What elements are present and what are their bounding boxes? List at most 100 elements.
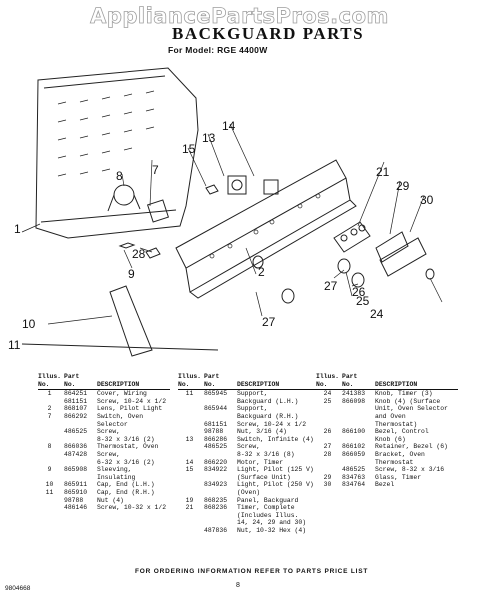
callout-label: 11 bbox=[8, 338, 21, 352]
timer-glass bbox=[375, 231, 409, 263]
infinite-switch bbox=[263, 179, 279, 195]
callout-label: 13 bbox=[202, 131, 216, 145]
callout-label: 21 bbox=[376, 165, 390, 179]
table-row: 486525 Screw, 8-32 x 3/16 bbox=[316, 466, 458, 474]
illus-no: 11 bbox=[45, 488, 54, 496]
illus-no bbox=[38, 451, 64, 466]
part-no: 864251 bbox=[64, 390, 88, 398]
part-no: 834764 bbox=[342, 481, 366, 489]
part-no: 486146 bbox=[64, 504, 88, 512]
callout-label: 25 bbox=[356, 294, 370, 308]
callout-label: 9 bbox=[128, 267, 135, 281]
header-description: DESCRIPTION bbox=[375, 373, 459, 391]
illus-no: 30 bbox=[323, 481, 332, 489]
part-description: Screw, 10-24 x 1/2 bbox=[97, 397, 167, 405]
part-description: Bracket, Oven Thermostat bbox=[375, 450, 425, 466]
part-no: 865910 bbox=[64, 488, 88, 496]
callout-label: 29 bbox=[396, 179, 410, 193]
table-row: 11 865910 Cap, End (R.H.) bbox=[38, 489, 170, 497]
backguard-panel bbox=[175, 159, 357, 299]
part-description: Knob (4) (Surface Unit, Oven Selector an… bbox=[375, 397, 448, 428]
callout-label: 27 bbox=[262, 315, 276, 329]
illus-no: 15 bbox=[185, 466, 194, 474]
part-no: 866220 bbox=[204, 458, 228, 466]
part-no: 486525 bbox=[64, 428, 88, 436]
pilot-light bbox=[205, 184, 219, 195]
header-part-no: Part No. bbox=[342, 373, 376, 391]
part-description: Lens, Pilot Light bbox=[97, 405, 163, 413]
callout-label: 14 bbox=[222, 119, 236, 133]
part-description: Light, Pilot (125 V) (Surface Unit) bbox=[237, 466, 314, 481]
illus-no: 13 bbox=[185, 435, 194, 443]
table-row: 681151 Screw, 10-24 x 1/2 bbox=[38, 398, 170, 406]
part-description: Support, Backguard (R.H.) bbox=[237, 405, 299, 420]
illus-no bbox=[38, 504, 64, 512]
document-number: 9804668 bbox=[5, 585, 31, 592]
page-title: BACKGUARD PARTS bbox=[172, 24, 365, 43]
illus-no bbox=[178, 443, 204, 458]
part-no: 486525 bbox=[342, 466, 366, 474]
part-no: 98788 bbox=[204, 428, 224, 436]
timer-knobs bbox=[425, 268, 435, 280]
header-illus-no: Illus. No. bbox=[38, 373, 65, 391]
part-description: Bezel, Control Knob (6) bbox=[375, 428, 429, 443]
callout-label: 8 bbox=[116, 169, 123, 183]
illus-no bbox=[178, 527, 204, 535]
illus-no bbox=[38, 497, 64, 505]
part-no: 866036 bbox=[64, 443, 88, 451]
part-no: 866100 bbox=[342, 428, 366, 436]
header-part-no: Part No. bbox=[204, 373, 238, 391]
oven-selector-switch bbox=[146, 199, 170, 223]
watermark: AppliancePartsPros.com bbox=[90, 4, 389, 29]
part-description: Screw, 8-32 x 3/16 bbox=[375, 466, 445, 474]
callout-label: 24 bbox=[370, 307, 384, 321]
part-no: 834763 bbox=[342, 473, 366, 481]
illus-no bbox=[38, 428, 64, 443]
part-description: Glass, Timer bbox=[375, 473, 422, 481]
part-no: 487836 bbox=[204, 526, 228, 534]
part-description: Panel, Backguard bbox=[237, 496, 299, 504]
illus-no bbox=[178, 428, 204, 436]
illus-no: 29 bbox=[323, 473, 332, 481]
part-no: 866102 bbox=[342, 443, 366, 451]
header-description: DESCRIPTION bbox=[97, 373, 171, 391]
header-description: DESCRIPTION bbox=[237, 373, 321, 391]
part-no: 681151 bbox=[204, 420, 228, 428]
callout-label: 7 bbox=[152, 163, 159, 177]
callout-label: 15 bbox=[182, 142, 196, 156]
callout-label: 10 bbox=[22, 317, 36, 331]
header-illus-no: Illus. No. bbox=[316, 373, 343, 391]
illus-no: 19 bbox=[185, 496, 194, 504]
header-illus-no: Illus. No. bbox=[178, 373, 205, 391]
illus-no: 21 bbox=[185, 504, 194, 512]
part-description: Screw, 8-32 x 3/16 (2) bbox=[97, 428, 155, 443]
part-description: Light, Pilot (250 V) (Oven) bbox=[237, 481, 314, 496]
part-no: 681151 bbox=[64, 397, 88, 405]
table-row: 29 834763 Glass, Timer bbox=[316, 474, 458, 482]
part-description: Cap, End (R.H.) bbox=[97, 488, 155, 496]
illus-no: 27 bbox=[323, 443, 332, 451]
callout-label: 28 bbox=[132, 247, 146, 261]
